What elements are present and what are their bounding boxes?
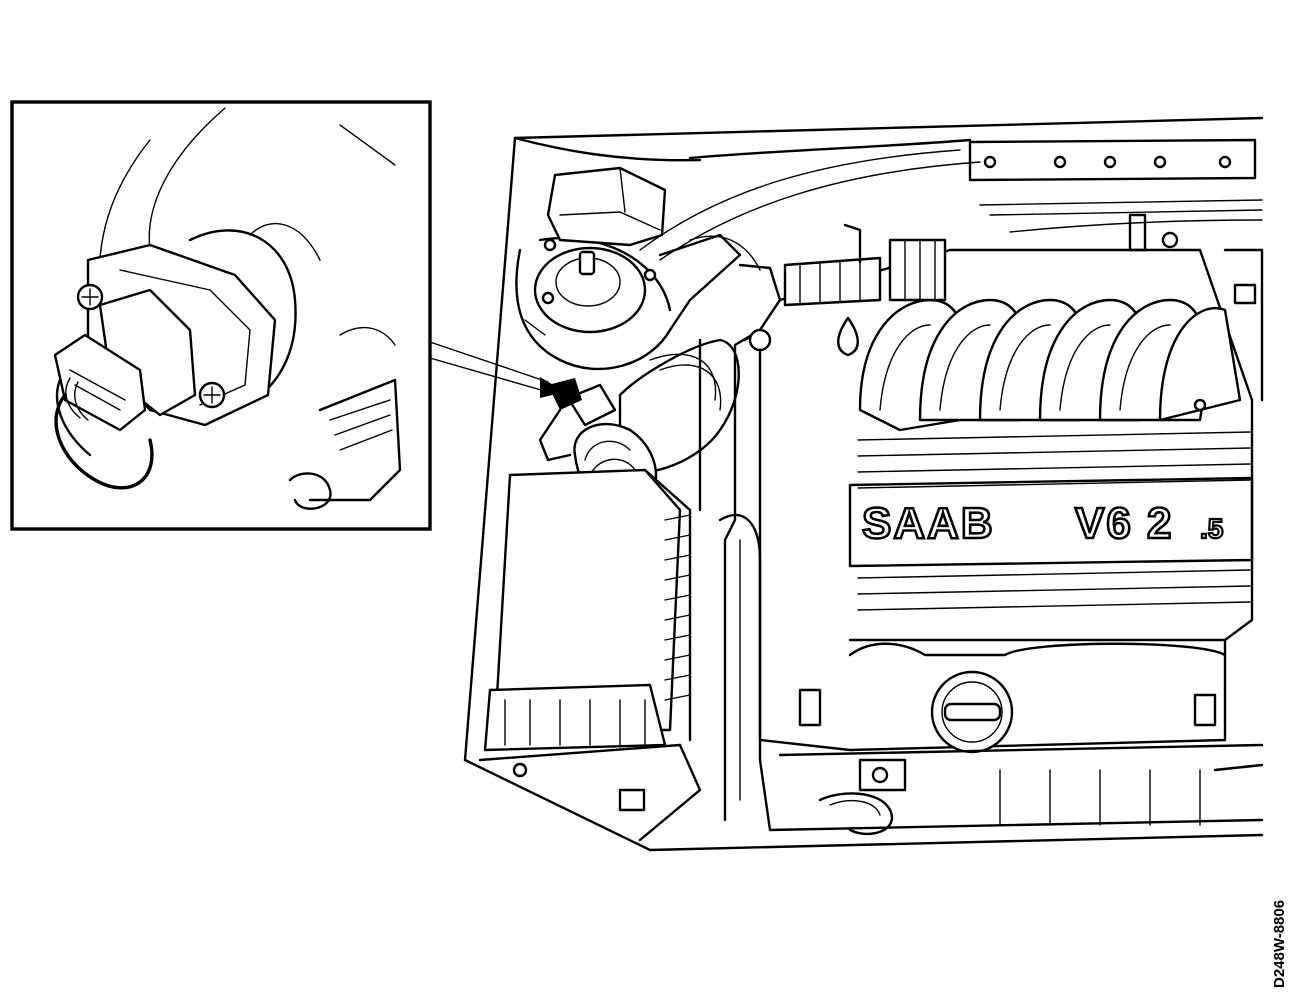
relay-box: [546, 166, 667, 247]
strut-mount-icon: [533, 246, 647, 334]
sensor-connector: [548, 378, 582, 410]
engine-model: V6 2: [1075, 499, 1174, 548]
cowl-bolts: [983, 155, 1232, 169]
engine-model-decimal: .5: [1200, 513, 1223, 544]
inset-detail: [10, 100, 432, 531]
intake-runners: [858, 298, 1242, 432]
air-filter-box: [493, 468, 682, 732]
figure-reference-code: D248W-8806: [1271, 900, 1288, 988]
cover-ribs-upper: [857, 431, 1251, 489]
teardrop-mark: [837, 316, 859, 357]
filter-ribs: [664, 514, 691, 701]
cover-ribs-lower: [857, 569, 1251, 611]
brand-logo: SAAB: [862, 499, 995, 548]
engine-bay: SAAB V6 2 .5: [463, 116, 1264, 852]
